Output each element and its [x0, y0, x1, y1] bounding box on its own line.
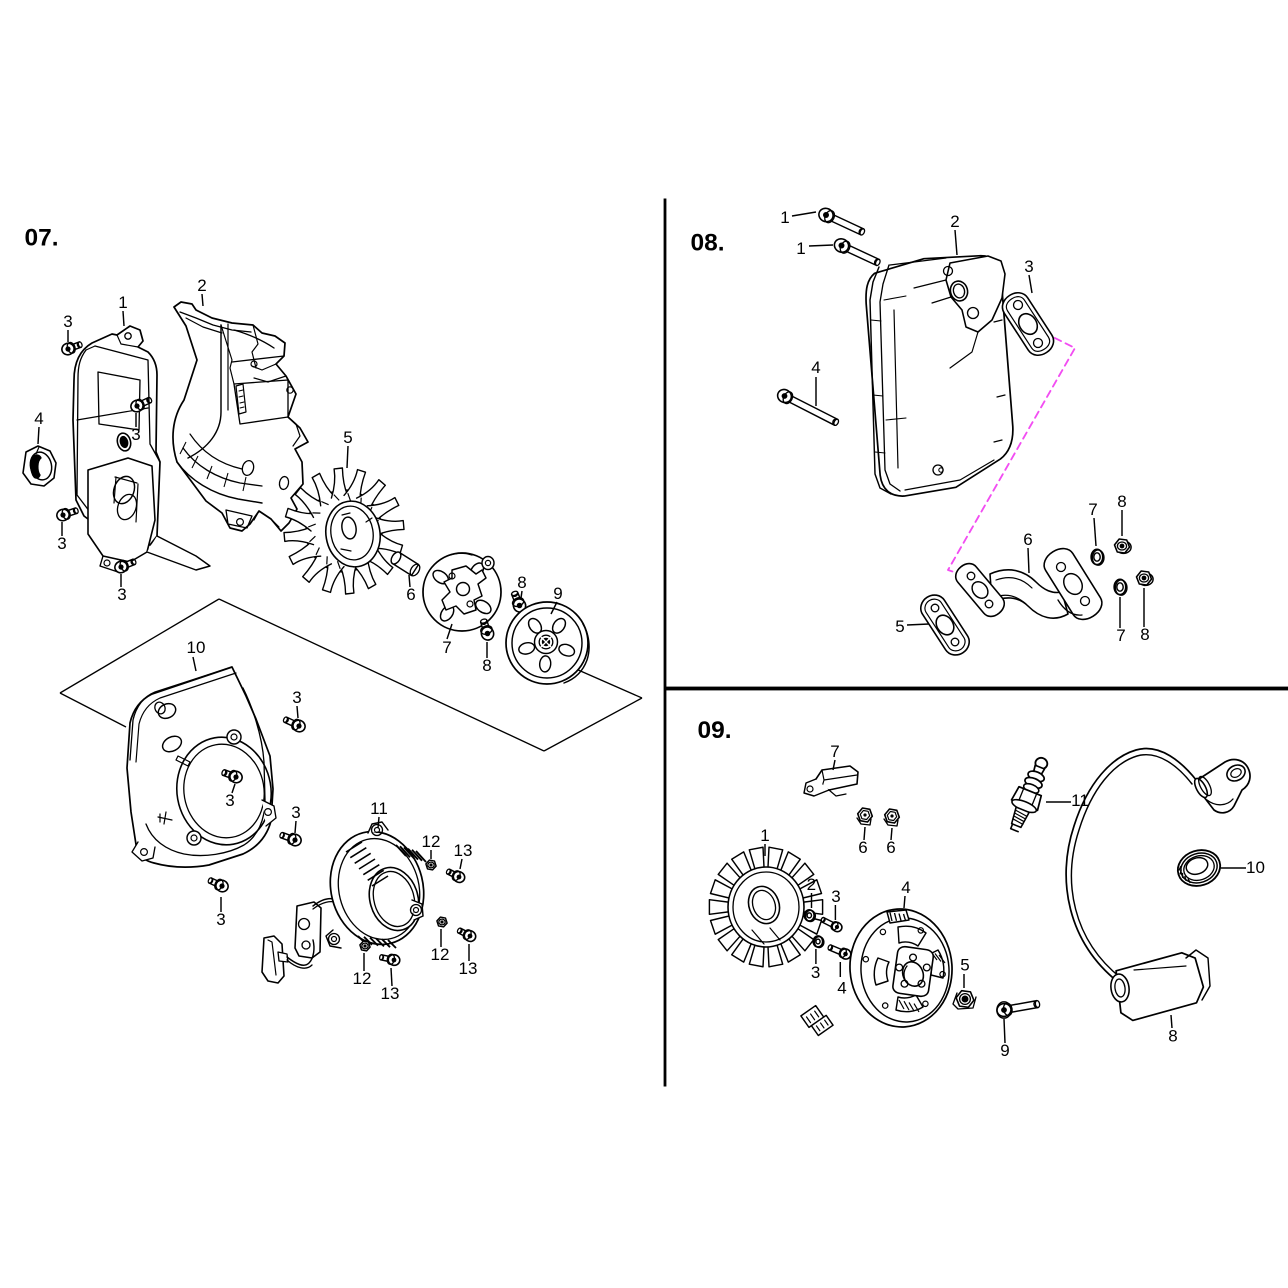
svg-text:6: 6 — [1023, 530, 1032, 549]
svg-text:8: 8 — [1117, 492, 1126, 511]
svg-text:2: 2 — [807, 875, 816, 894]
svg-text:12: 12 — [422, 832, 441, 851]
svg-text:3: 3 — [117, 585, 126, 604]
svg-text:9: 9 — [553, 584, 562, 603]
svg-text:2: 2 — [197, 276, 206, 295]
svg-text:4: 4 — [811, 358, 820, 377]
svg-text:13: 13 — [454, 841, 473, 860]
svg-text:7: 7 — [1116, 626, 1125, 645]
svg-text:09.: 09. — [698, 717, 732, 744]
svg-text:3: 3 — [1024, 257, 1033, 276]
svg-text:3: 3 — [831, 887, 840, 906]
svg-text:5: 5 — [895, 617, 904, 636]
svg-text:12: 12 — [431, 945, 450, 964]
svg-text:4: 4 — [901, 878, 910, 897]
svg-text:8: 8 — [517, 573, 526, 592]
svg-text:1: 1 — [780, 208, 789, 227]
svg-text:4: 4 — [837, 979, 846, 998]
svg-text:3: 3 — [291, 803, 300, 822]
svg-text:3: 3 — [63, 312, 72, 331]
svg-text:3: 3 — [811, 963, 820, 982]
svg-text:6: 6 — [886, 838, 895, 857]
svg-text:3: 3 — [57, 534, 66, 553]
svg-text:10: 10 — [1246, 858, 1265, 877]
svg-text:7: 7 — [1088, 500, 1097, 519]
svg-text:6: 6 — [858, 838, 867, 857]
svg-text:10: 10 — [187, 638, 206, 657]
svg-text:7: 7 — [830, 742, 839, 761]
svg-text:08.: 08. — [691, 230, 725, 257]
svg-text:9: 9 — [1000, 1041, 1009, 1060]
svg-text:13: 13 — [381, 984, 400, 1003]
svg-text:1: 1 — [118, 293, 127, 312]
svg-text:12: 12 — [353, 969, 372, 988]
svg-text:3: 3 — [131, 425, 140, 444]
svg-text:3: 3 — [216, 910, 225, 929]
svg-text:13: 13 — [459, 959, 478, 978]
svg-text:07.: 07. — [25, 225, 59, 252]
svg-text:1: 1 — [796, 239, 805, 258]
svg-text:2: 2 — [950, 212, 959, 231]
svg-text:11: 11 — [1071, 791, 1089, 810]
svg-text:5: 5 — [960, 956, 969, 975]
svg-text:8: 8 — [1140, 625, 1149, 644]
svg-text:1: 1 — [760, 826, 769, 845]
svg-text:4: 4 — [34, 409, 43, 428]
svg-text:8: 8 — [1168, 1027, 1177, 1046]
svg-text:11: 11 — [370, 799, 388, 818]
svg-text:7: 7 — [442, 638, 451, 657]
svg-text:3: 3 — [225, 791, 234, 810]
svg-text:6: 6 — [406, 585, 415, 604]
svg-text:8: 8 — [482, 656, 491, 675]
svg-text:5: 5 — [343, 428, 352, 447]
svg-text:3: 3 — [292, 688, 301, 707]
